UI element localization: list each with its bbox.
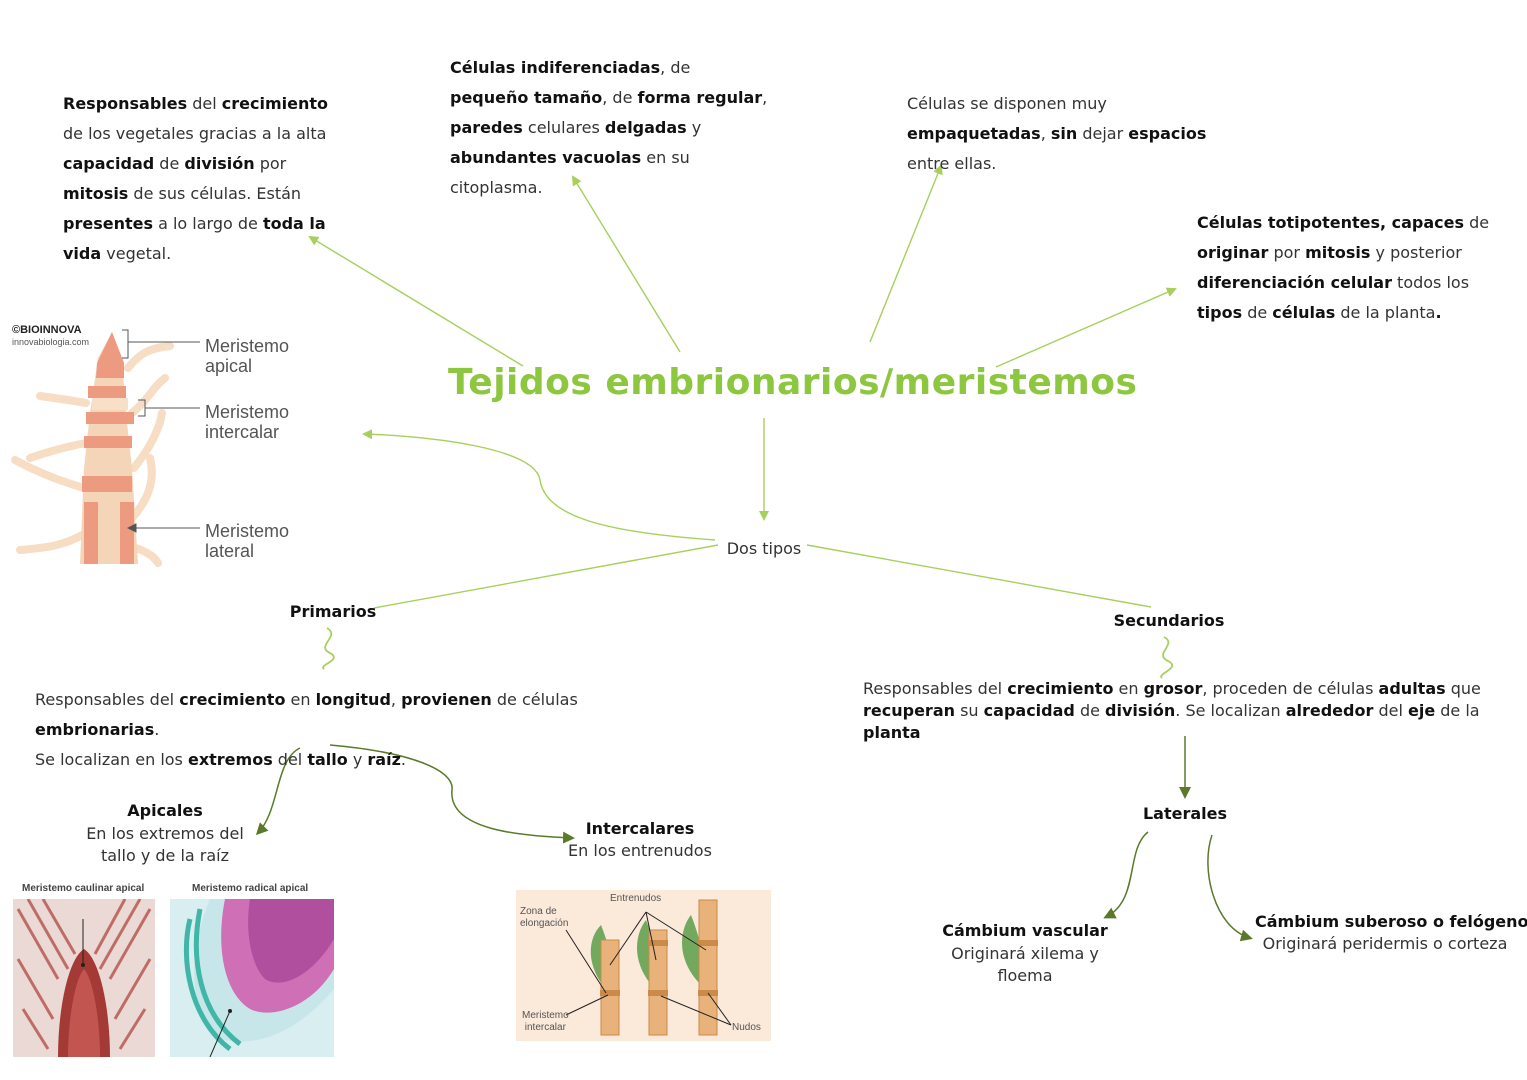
primarios-label: Primarios <box>289 602 377 621</box>
definition-text: Responsables del crecimiento de los vege… <box>63 94 329 263</box>
caption-radical-apical: Meristemo radical apical <box>192 883 309 894</box>
squiggle-secundarios <box>1160 636 1174 679</box>
arrow-to-apicales <box>255 747 301 836</box>
micro-radical-image <box>170 899 334 1057</box>
intercalares-description: En los entrenudos <box>568 841 712 860</box>
figure-credit: ©BIOINNOVA <box>12 324 82 336</box>
totipotent-text: Células totipotentes, capaces de origina… <box>1197 213 1490 322</box>
secundarios-label: Secundarios <box>1113 611 1225 630</box>
cambium-suberoso-label: Cámbium suberoso o felógeno <box>1255 912 1527 931</box>
line-to-secundarios <box>806 544 1152 608</box>
dos-tipos-label: Dos tipos <box>726 539 802 558</box>
cambium-vascular-label: Cámbium vascular <box>942 921 1108 940</box>
curve-to-plant-figure <box>362 429 716 541</box>
intercalares-label: Intercalares <box>585 819 695 838</box>
cells-text: Células indiferenciadas, de pequeño tama… <box>450 58 768 197</box>
arrow-to-definition <box>308 235 524 367</box>
arrow-to-intercalares <box>329 744 575 844</box>
arrow-to-cambium-suberoso <box>1207 834 1253 942</box>
apicales-label: Apicales <box>127 801 203 820</box>
stem-internode-illustration <box>565 899 732 1036</box>
plant-meristem-figure: ©BIOINNOVA innovabiologia.com <box>0 318 320 578</box>
primarios-description: Responsables del crecimiento en longitud… <box>35 690 578 769</box>
laterales-label: Laterales <box>1142 804 1228 823</box>
packed-text: Células se disponen muy empaquetadas, si… <box>907 94 1207 173</box>
caption-caulinar-apical: Meristemo caulinar apical <box>22 883 145 894</box>
arrow-to-cambium-vascular <box>1103 831 1149 919</box>
arrow-to-packed <box>869 164 943 343</box>
line-to-primarios <box>373 544 719 609</box>
label-entrenudos: Entrenudos <box>610 893 662 904</box>
arrow-to-totipotent <box>995 287 1177 368</box>
label-nudos: Nudos <box>732 1022 761 1033</box>
micro-caulinar-image <box>13 899 155 1057</box>
cambium-suberoso-description: Originará peridermis o corteza <box>1262 934 1508 953</box>
arrow-to-cells <box>571 175 681 353</box>
page-title: Tejidos embrionarios/meristemos <box>448 362 1138 403</box>
secundarios-description: Responsables del crecimiento en grosor, … <box>863 679 1481 742</box>
plant-stem-illustration <box>11 329 200 567</box>
squiggle-primarios <box>322 627 335 670</box>
figure-credit-url: innovabiologia.com <box>12 337 90 347</box>
